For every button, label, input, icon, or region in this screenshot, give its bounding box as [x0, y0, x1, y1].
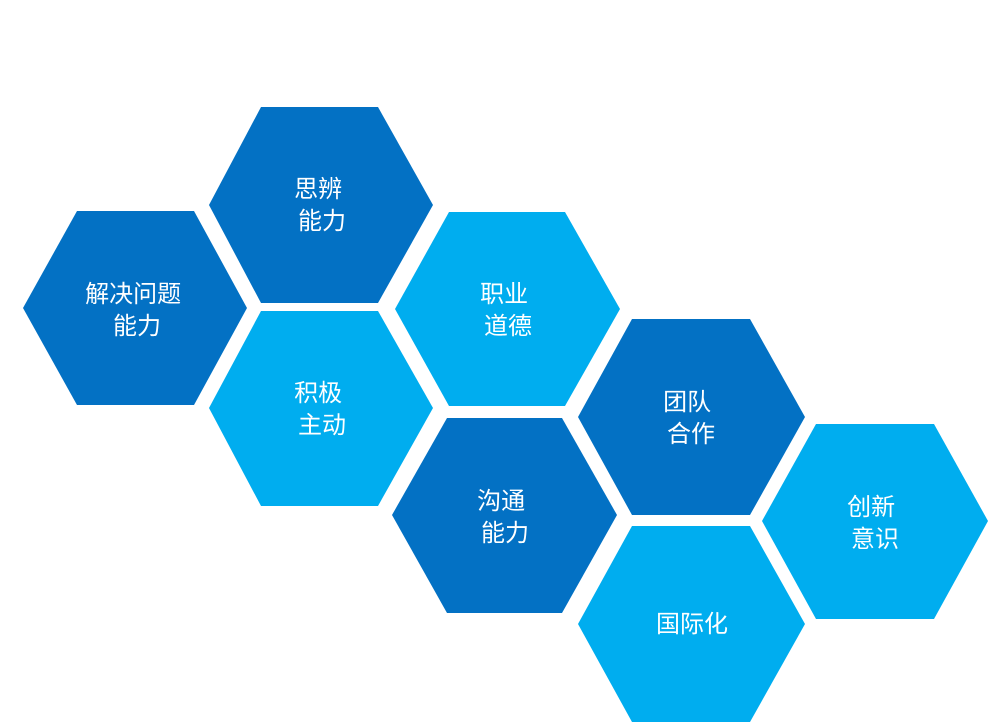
hexagon-label-line: 能力 — [481, 519, 529, 547]
hexagon-label-line: 积极 — [294, 379, 342, 407]
hexagon-label-line: 团队 — [663, 388, 711, 416]
hexagon-label-line: 国际化 — [656, 610, 728, 638]
svg-text:沟通 能力: 沟通 能力 — [477, 487, 533, 547]
svg-text:积极 主动: 积极 主动 — [294, 379, 350, 439]
hexagon-label-line: 意识 — [851, 525, 899, 553]
hexagon-shape — [762, 424, 988, 619]
hexagon-critical-thinking: 思辨 能力 — [209, 107, 433, 303]
svg-text:解决问题 能力: 解决问题 能力 — [85, 280, 189, 340]
svg-text:团队 合作: 团队 合作 — [663, 388, 719, 448]
hexagon-label-line: 沟通 — [477, 487, 525, 515]
hexagon-shape — [392, 418, 617, 613]
hexagon-solve-problems: 解决问题 能力 — [23, 211, 247, 405]
hexagon-label-line: 职业 — [480, 280, 528, 308]
hexagon-shape — [578, 526, 805, 722]
hexagon-teamwork: 团队 合作 — [578, 319, 805, 515]
svg-text:创新 意识: 创新 意识 — [847, 493, 903, 553]
hexagon-shape — [395, 212, 620, 406]
svg-text:思辨 能力: 思辨 能力 — [294, 175, 350, 235]
hexagon-proactive: 积极 主动 — [209, 311, 433, 506]
svg-text:职业 道德: 职业 道德 — [480, 280, 536, 340]
hexagon-label-line: 思辨 — [294, 175, 342, 203]
hexagon-label-line: 能力 — [113, 312, 161, 340]
hexagon-label-line: 创新 — [847, 493, 895, 521]
hexagon-shape — [578, 319, 805, 515]
hexagon-professional-ethics: 职业 道德 — [395, 212, 620, 406]
hexagon-label-line: 能力 — [298, 207, 346, 235]
svg-text:国际化: 国际化 — [656, 610, 728, 638]
hexagon-label-line: 解决问题 — [85, 280, 181, 308]
hexagon-shape — [209, 311, 433, 506]
hexagon-internationalization: 国际化 — [578, 526, 805, 722]
hexagon-shape — [23, 211, 247, 405]
hexagon-label-line: 主动 — [298, 411, 346, 439]
hexagon-communication: 沟通 能力 — [392, 418, 617, 613]
hexagon-label-line: 道德 — [484, 312, 532, 340]
hexagon-innovation: 创新 意识 — [762, 424, 988, 619]
hexagon-shape — [209, 107, 433, 303]
hexagon-label-line: 合作 — [667, 420, 715, 448]
